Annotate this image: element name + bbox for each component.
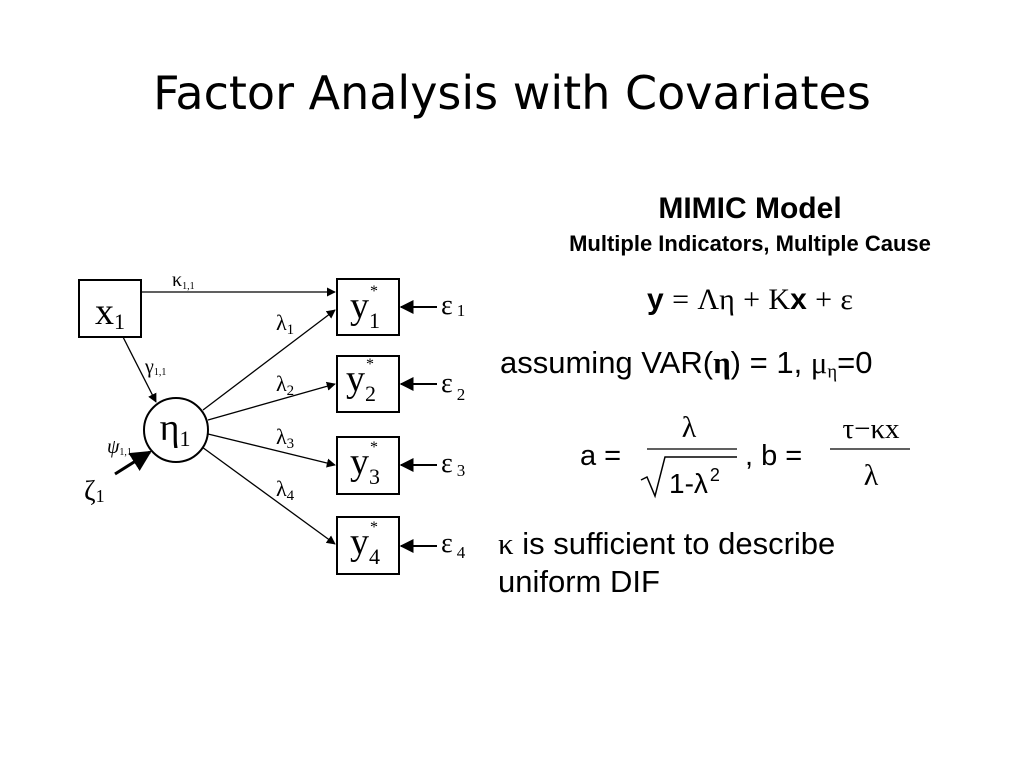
y3-label: y3* [350,439,380,489]
mimic-path-diagram: x1 η1 y1* y2* y3* y4* κ1,1 γ1,1 λ1 λ2 λ3… [78,269,466,575]
zeta-arrow [114,450,152,476]
y1-box [336,278,400,336]
eq-kappa: Κ [768,283,791,316]
note-kappa: κ [498,526,514,561]
y4-label: y4* [350,519,380,569]
lambda1-label: λ1 [276,310,294,338]
assumption-line: assuming VAR(η) = 1, μη=0 [500,345,873,384]
b-numerator: τ−κx [842,413,900,445]
lambda4-arrow [201,446,336,545]
gamma-label: γ1,1 [144,356,166,378]
eq-equals: = [672,283,689,316]
y2-box [336,355,400,413]
x1-box [78,279,142,338]
lambda3-arrow [207,433,336,468]
eta-circle [143,397,209,463]
eq-lambda-eta: Λη [697,283,735,316]
assume-mu: μ [810,345,828,380]
lambda2-label: λ2 [276,371,294,399]
eq-epsilon: ε [840,283,853,316]
lambda4-label: λ4 [276,476,295,504]
a-numerator: λ [682,411,697,444]
eq-plus-2: + [815,283,833,316]
y2-label: y2* [346,356,376,406]
eq-y: y [647,283,664,316]
lambda1-arrow [202,309,336,411]
assume-prefix: assuming VAR( [500,345,714,380]
mimic-subtitle: Multiple Indicators, Multiple Cause [569,231,931,256]
eq-x: x [790,283,807,316]
kappa-label: κ1,1 [172,269,195,292]
psi-label: ψ1,1 [107,436,132,458]
b-label: , b = [745,440,802,472]
eta-label: η1 [160,407,191,451]
kappa-note: κ is sufficient to describe uniform DIF [498,525,938,601]
assume-suffix: =0 [837,345,873,380]
lambda3-label: λ3 [276,424,294,452]
sqrt-sign [640,456,737,499]
y4-box [336,516,400,575]
note-text: is sufficient to describe uniform DIF [498,526,836,599]
y1-label: y1* [350,283,380,333]
assume-mid: ) = 1, [730,345,811,380]
assume-mu-sub: η [827,361,838,383]
assume-eta: η [713,345,731,380]
zeta-label: ζ1 [84,476,105,507]
b-denominator: λ [864,459,879,492]
gamma-arrow [122,336,157,403]
eq-plus-1: + [743,283,761,316]
x1-label: x1 [95,291,125,334]
model-equation: y = Λη + Κx + ε [560,283,940,317]
lambda2-arrow [207,381,336,421]
y3-box [336,436,400,495]
mimic-title: MIMIC Model [658,192,842,225]
a-label: a = [580,440,621,472]
slide-title: Factor Analysis with Covariates [153,66,871,120]
